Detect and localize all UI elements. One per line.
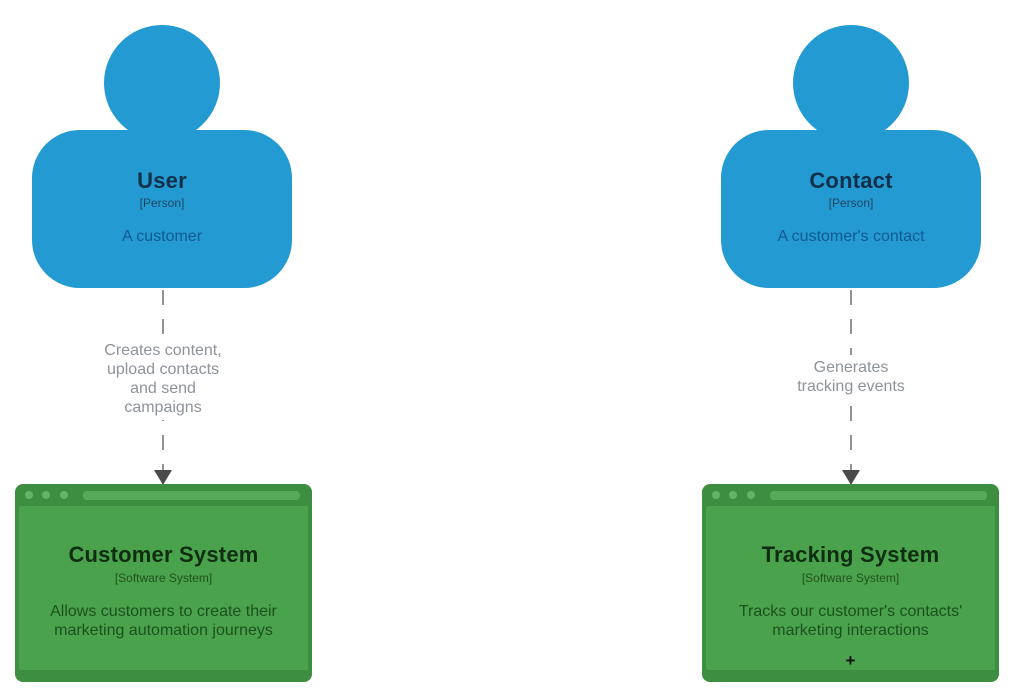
system-title: Tracking System [761, 542, 940, 567]
browser-window-titlebar [702, 484, 999, 506]
window-dot-icon [60, 491, 68, 499]
edge-label: Generates tracking events [792, 355, 910, 399]
person-description: A customer's contact [777, 228, 925, 245]
system-meta-label: [Software System] [801, 571, 900, 585]
arrowhead-down-icon [842, 470, 860, 485]
person-node-user[interactable]: User [Person] A customer [32, 25, 292, 288]
system-node-customer-system[interactable]: Customer System [Software System] Allows… [15, 484, 312, 682]
system-description: Tracks our customer's contacts' marketin… [738, 603, 963, 639]
window-address-bar [83, 491, 300, 500]
system-description: Allows customers to create their marketi… [50, 603, 277, 639]
person-body: Contact [Person] A customer's contact [721, 130, 981, 288]
edge-user-to-customer-system: Creates content, upload contacts and sen… [93, 288, 233, 485]
person-head-icon [793, 25, 909, 141]
system-content: Tracking System [Software System] Tracks… [706, 506, 995, 670]
person-title: User [137, 168, 187, 193]
window-dot-icon [729, 491, 737, 499]
window-dot-icon [42, 491, 50, 499]
system-title: Customer System [68, 542, 259, 567]
person-title: Contact [809, 168, 893, 193]
edge-label: Creates content, upload contacts and sen… [99, 338, 227, 420]
system-node-tracking-system[interactable]: Tracking System [Software System] Tracks… [702, 484, 999, 682]
window-dot-icon [747, 491, 755, 499]
system-content: Customer System [Software System] Allows… [19, 506, 308, 670]
person-body: User [Person] A customer [32, 130, 292, 288]
crosshair-cursor-icon: + [845, 651, 856, 670]
person-meta-label: [Person] [828, 196, 874, 210]
arrowhead-down-icon [154, 470, 172, 485]
system-meta-label: [Software System] [114, 571, 213, 585]
person-description: A customer [121, 228, 203, 245]
person-head-icon [104, 25, 220, 141]
window-address-bar [770, 491, 987, 500]
window-dot-icon [712, 491, 720, 499]
browser-window-titlebar [15, 484, 312, 506]
edge-contact-to-tracking-system: Generates tracking events [781, 288, 921, 485]
person-node-contact[interactable]: Contact [Person] A customer's contact [721, 25, 981, 288]
window-dot-icon [25, 491, 33, 499]
person-meta-label: [Person] [139, 196, 185, 210]
